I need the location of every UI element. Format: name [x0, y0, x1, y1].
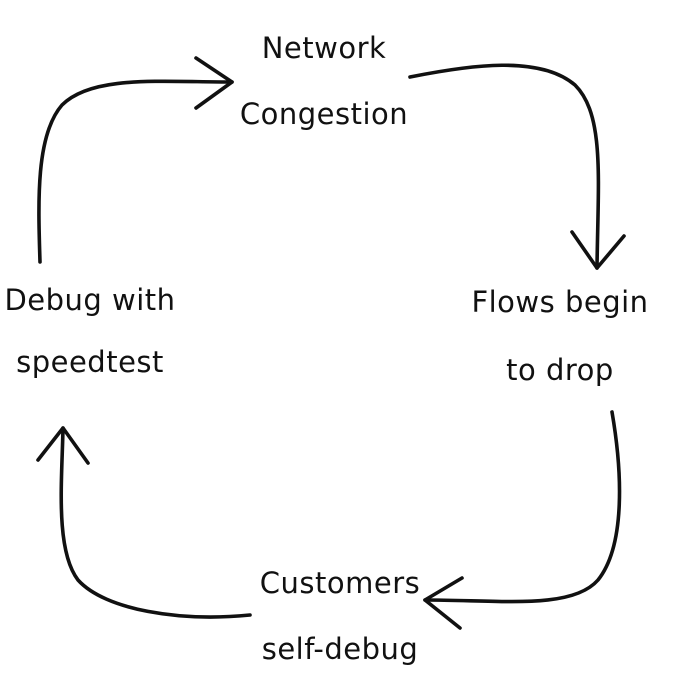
arrowhead [36, 426, 90, 465]
node-label-line: self-debug [262, 632, 419, 666]
arrowhead [423, 576, 464, 630]
arrow-customers-to-speedtest [36, 426, 252, 619]
node-network-congestion: Network Congestion [240, 31, 408, 131]
node-label-line: Customers [260, 566, 420, 600]
arrow-flows-to-customers [423, 410, 622, 630]
arrowhead [570, 230, 626, 270]
node-customers-self-debug: Customers self-debug [260, 566, 420, 666]
arrow-speedtest-to-congestion [37, 56, 234, 264]
node-label-line: Debug with [4, 283, 175, 317]
node-flows-begin-to-drop: Flows begin to drop [471, 285, 648, 387]
arrow-congestion-to-flows [408, 63, 626, 270]
node-label-line: Flows begin [471, 285, 648, 319]
node-label-line: Congestion [240, 97, 408, 131]
arrowhead [194, 56, 234, 110]
node-debug-with-speedtest: Debug with speedtest [4, 283, 175, 379]
node-label-line: Network [262, 31, 387, 65]
node-label-line: speedtest [16, 345, 164, 379]
node-label-line: to drop [506, 353, 614, 387]
